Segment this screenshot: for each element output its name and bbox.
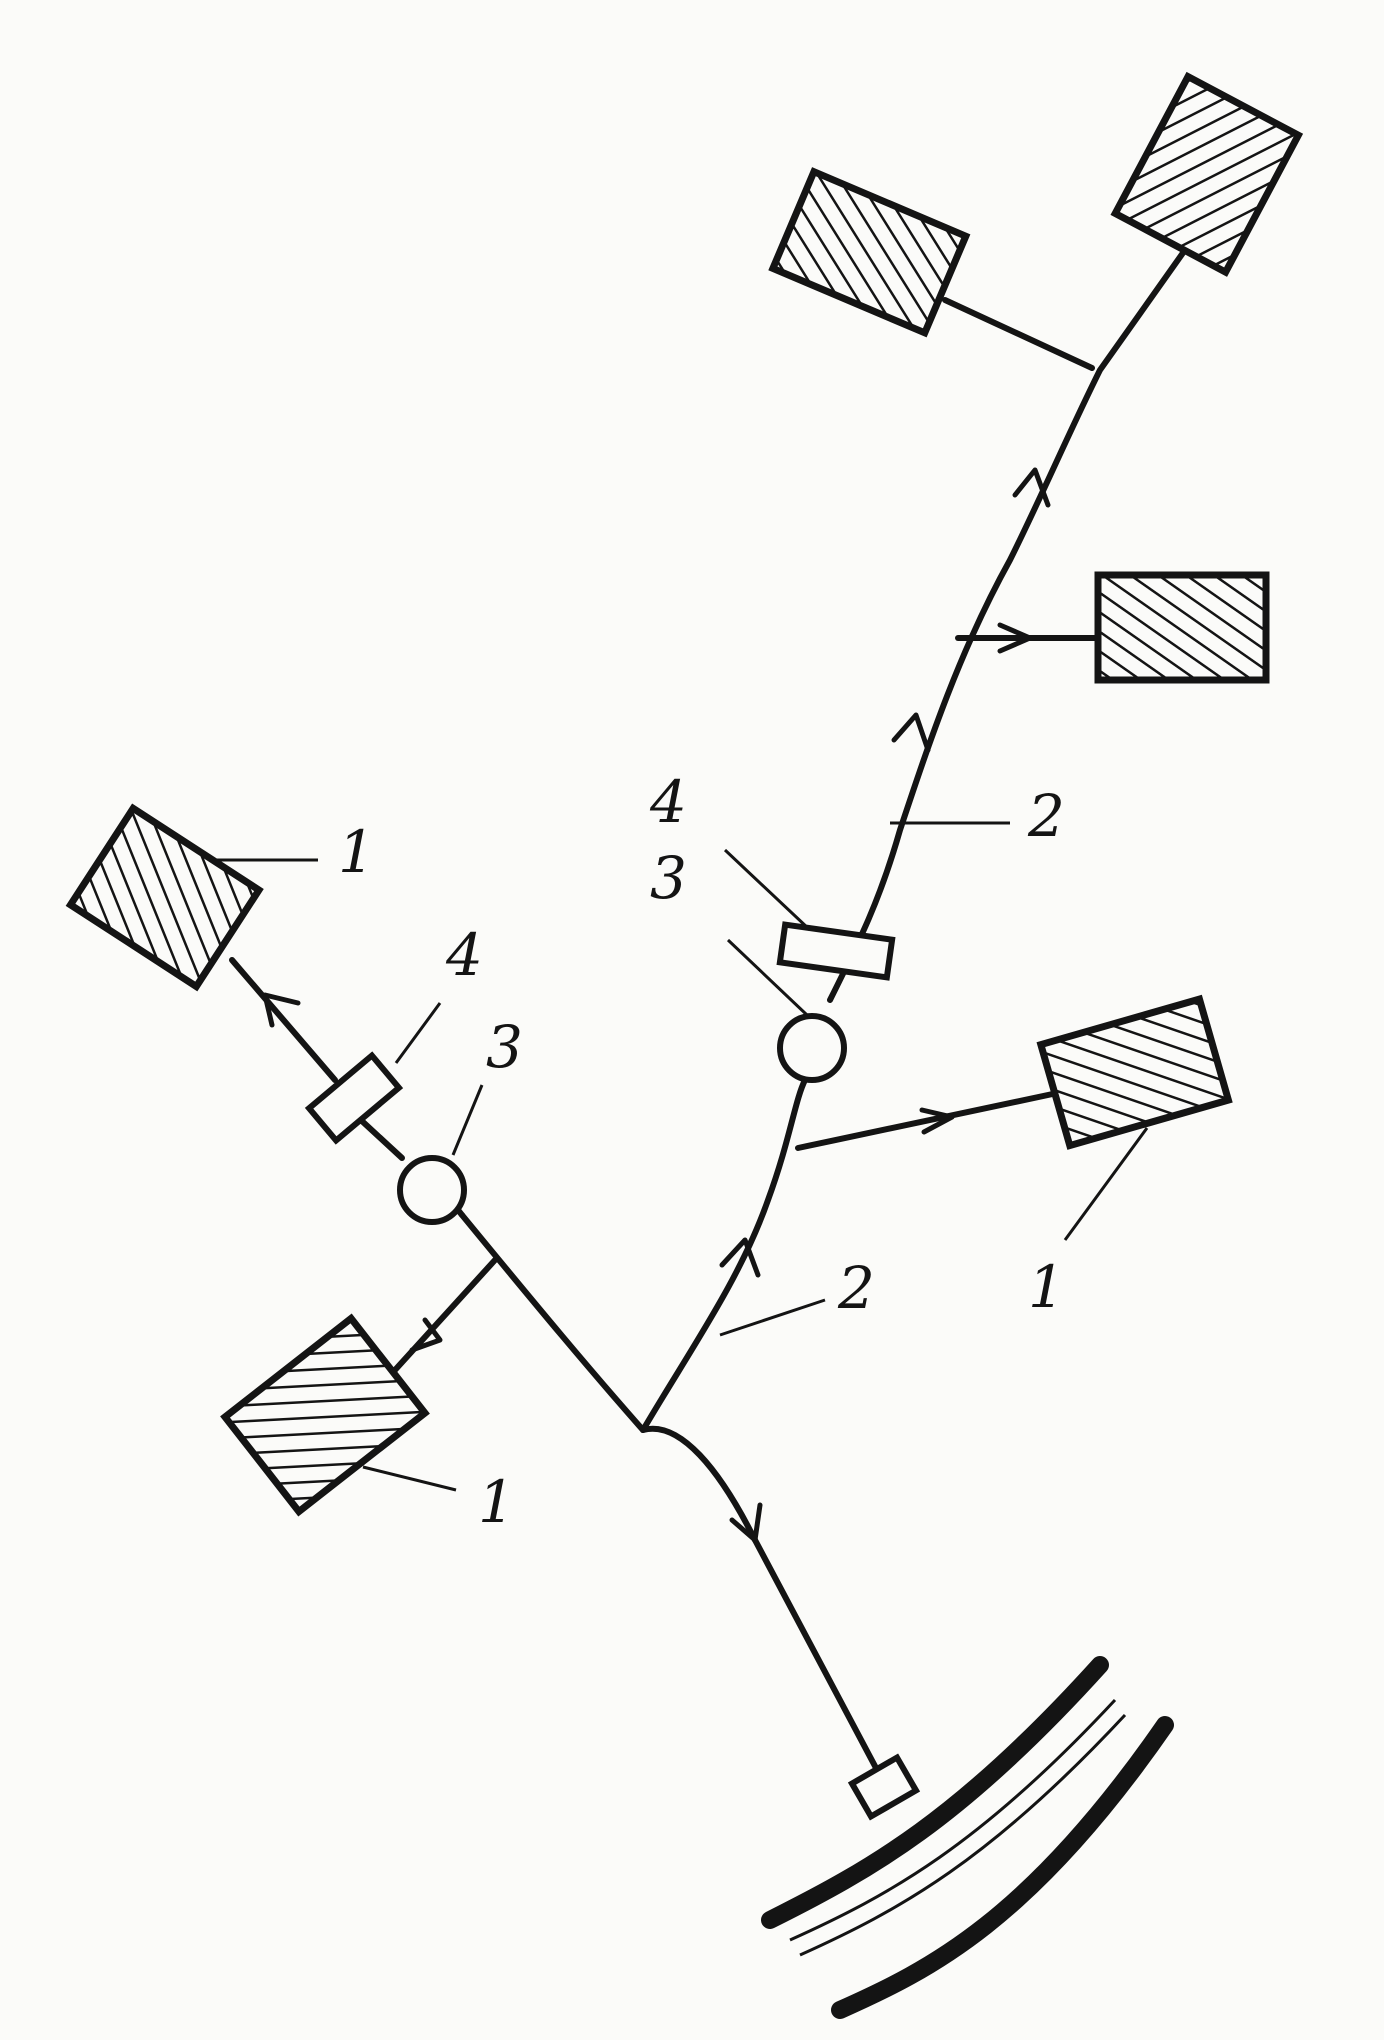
well-left (397, 1155, 467, 1225)
label-pipeline-upper: 2 (1027, 782, 1065, 850)
well-right (777, 1013, 847, 1083)
label-pipeline-lower: 2 (837, 1254, 875, 1322)
building-right-lower (1036, 994, 1233, 1150)
building-top-middle (768, 167, 971, 338)
leader-lines (210, 821, 1149, 1492)
label-well-right: 3 (650, 844, 687, 912)
main-pipeline (459, 1212, 879, 1771)
label-meter-right: 4 (649, 768, 687, 836)
label-building-top-left: 1 (338, 818, 375, 886)
building-right-middle (1094, 571, 1270, 684)
label-building-right-lower: 1 (1028, 1253, 1065, 1321)
water-intake (847, 1753, 921, 1821)
label-meter-left: 4 (445, 921, 483, 989)
right-branch-lower (795, 1089, 1065, 1151)
label-well-left: 3 (486, 1013, 523, 1081)
building-lower-left (220, 1313, 430, 1517)
river-source (761, 1656, 1174, 2019)
building-top-right (1110, 71, 1304, 277)
right-branch-middle (955, 622, 1103, 654)
right-pipeline (640, 247, 1188, 1433)
label-building-lower-left: 1 (478, 1468, 515, 1536)
meter-right (776, 921, 896, 981)
top-branch (942, 297, 1095, 371)
lower-left-branch (392, 1257, 498, 1373)
meter-left (304, 1051, 404, 1145)
building-top-left (65, 803, 264, 992)
